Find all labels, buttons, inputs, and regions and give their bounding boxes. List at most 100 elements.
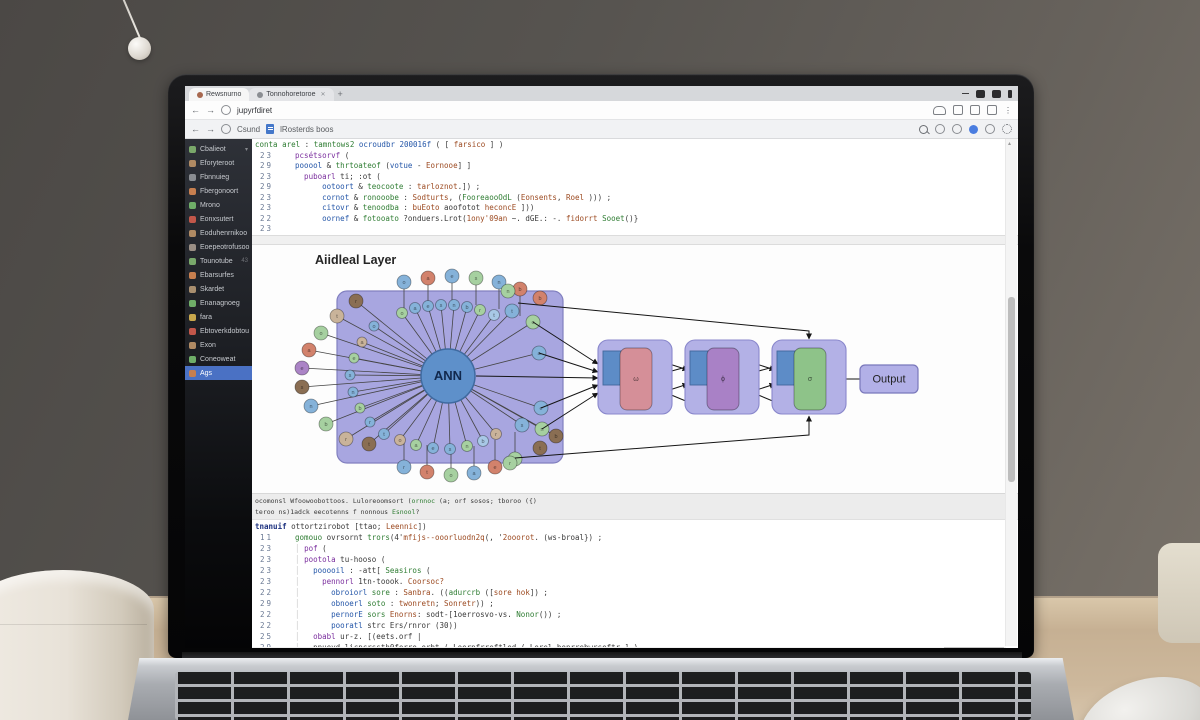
cell-divider [252,235,1018,245]
svg-text:Output: Output [872,374,905,386]
svg-text:b: b [538,296,541,302]
folder-icon [189,145,196,153]
sidebar-item-fbnnuieg[interactable]: Fbnnuieg [185,170,252,184]
toolbar-forward-icon[interactable]: → [206,124,215,134]
svg-text:s: s [301,385,304,391]
tab1-label: Rewsnurno [206,91,242,98]
folder-icon [189,355,196,363]
tab2-label: Tonnohoretoroe [266,91,316,98]
line-number: 22 [260,621,274,630]
code-line: 23 pcsétsorvf ( [252,151,1018,162]
code-line: 23 cornot & ronooobe : Sodturts, (Foorea… [252,193,1018,204]
svg-text:e: e [426,304,429,310]
sidebar-item-ebtoverkdobtou[interactable]: Ebtoverkdobtou [185,324,252,338]
chevron-down-icon[interactable]: ▾ [244,146,248,153]
search-icon[interactable] [919,124,928,134]
svg-text:s: s [475,276,478,282]
laptop-keyboard [175,672,1031,720]
sidebar-item-eoduhenrnikoo[interactable]: Eoduhenrnikoo [185,226,252,240]
sidebar-item-ags[interactable]: Ags [185,366,252,380]
sidebar-item-cbalieot[interactable]: Cbalieot▾ [185,142,252,156]
svg-text:t: t [383,432,385,438]
code-line: tnanuif ottortzirobot [ttao; Leennic]) [255,522,427,531]
bookmark-icon[interactable] [987,105,997,115]
address-bar: ← → jupyrfdiret ⋮ [185,101,1018,120]
folder-icon [189,229,196,237]
browser-tab-1[interactable]: Rewsnurno [189,88,250,101]
new-tab-icon[interactable]: + [337,89,343,99]
close-tab-icon[interactable]: ✕ [320,92,326,98]
line-number: 11 [260,533,274,542]
scroll-up-icon[interactable]: ▴ [1008,141,1012,147]
line-number: 23 [260,192,274,202]
sidebar-item-eonxsutert[interactable]: Eonxsutert [185,212,252,226]
svg-text:b: b [465,305,468,311]
sidebar-item-label: Enanagnoeg [200,299,240,307]
svg-text:o: o [372,324,375,330]
svg-text:a: a [413,306,417,312]
help-icon[interactable] [985,124,995,134]
code-cell-bottom[interactable]: tnanuif ottortzirobot [ttao; Leennic]) 11… [252,519,1018,648]
minimize-icon[interactable] [962,92,969,95]
notebook-main: conta arel : tamntows2 ocroudbr 200016f … [252,139,1018,648]
menu-dots-icon[interactable]: ⋮ [1004,105,1012,115]
hscrollbar-thumb[interactable] [944,647,1004,648]
url-text[interactable]: jupyrfdiret [237,105,273,115]
overview-icon[interactable] [992,89,1001,98]
svg-text:e: e [539,406,542,412]
forward-icon[interactable]: → [206,105,215,115]
svg-text:n: n [506,289,509,295]
tab1-favicon-icon [197,91,203,98]
back-icon[interactable]: ← [191,105,200,115]
svg-text:n: n [351,390,354,396]
sidebar-item-enanagnoeg[interactable]: Enanagnoeg [185,296,252,310]
line-number: 23 [260,203,274,212]
sidebar-item-ebarsurfes[interactable]: Ebarsurfes [185,268,252,282]
extension-icon[interactable] [953,105,963,115]
sidebar-item-coneoweat[interactable]: Coneoweat [185,352,252,366]
svg-text:t: t [539,446,541,452]
item-badge: 43 [241,258,248,264]
sidebar-item-label: Fbergonoort [200,187,239,195]
code-line: 22 │ pernorE sors Enorns: sodt-[1oerrosv… [252,609,1018,620]
svg-text:e: e [450,274,453,280]
sidebar-item-mrono[interactable]: Mrono [185,198,252,212]
svg-text:e: e [431,446,434,452]
sidebar-item-fara[interactable]: fara [185,310,252,324]
browser-tab-2[interactable]: Tonnohoretoroe ✕ [249,88,334,101]
code-cell-top[interactable]: conta arel : tamntows2 ocroudbr 200016f … [252,139,1018,235]
folder-icon [189,257,196,265]
close-window-icon[interactable] [1008,89,1012,98]
refresh-icon[interactable] [221,124,231,134]
horizontal-scrollbar[interactable] [252,647,1006,648]
scrollbar-thumb[interactable] [1008,297,1015,482]
sidebar-item-skardet[interactable]: Skardet [185,282,252,296]
sidebar-item-label: Skardet [200,285,225,293]
code-line: 23 [252,224,1018,235]
svg-text:s: s [521,423,524,429]
sidebar-item-eoepeotrofusoo[interactable]: Eoepeotrofusoo [185,240,252,254]
vertical-scrollbar[interactable]: ▴ [1005,139,1017,646]
folder-icon [189,173,196,181]
gear-icon[interactable] [1002,124,1012,134]
sidebar-item-eforyteroot[interactable]: Eforyteroot [185,156,252,170]
folder-icon [189,369,196,377]
svg-text:r: r [355,299,357,305]
svg-text:e: e [300,366,303,372]
laptop-body [128,658,1074,720]
sidebar-item-fbergonoort[interactable]: Fbergonoort [185,184,252,198]
maximize-icon[interactable] [976,89,985,98]
toolbar-back-icon[interactable]: ← [191,124,200,134]
line-number: 22 [260,588,274,597]
sidebar-item-label: Eoepeotrofusoo [200,243,250,251]
history-icon[interactable] [935,124,945,134]
svg-text:t: t [336,314,338,320]
notifications-icon[interactable] [952,124,962,134]
cloud-icon[interactable] [933,105,946,115]
avatar[interactable] [969,124,978,134]
line-number: 23 [260,555,274,564]
sidebar-item-exon[interactable]: Exon [185,338,252,352]
window-icon[interactable] [970,105,980,115]
code-line: 23 puboarl ti; :ot ( [252,172,1018,183]
